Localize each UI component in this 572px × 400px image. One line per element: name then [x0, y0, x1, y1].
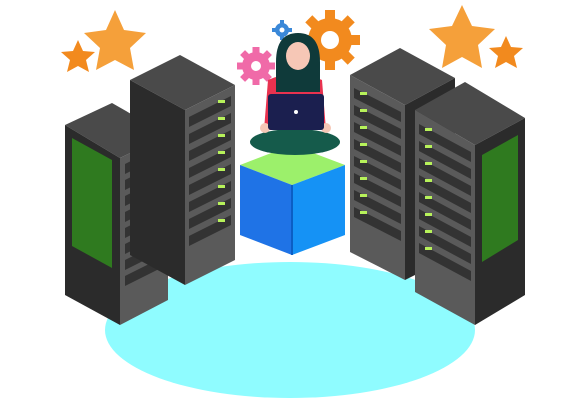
gear-icon [272, 20, 292, 40]
status-led-group [218, 100, 225, 222]
cube-pedestal [240, 145, 345, 255]
laptop-icon [268, 94, 324, 130]
status-led-group [360, 92, 367, 214]
floor-platform [105, 262, 475, 398]
star-icon [489, 36, 523, 68]
gear-icon [237, 47, 275, 85]
server-unit-stack [189, 96, 231, 246]
rack-far-right [415, 82, 525, 325]
rack-center-left [130, 55, 235, 285]
rack-glass-panel [72, 138, 112, 268]
star-icon [429, 5, 495, 68]
server-unit-stack [419, 124, 471, 281]
server-unit-stack [354, 88, 401, 241]
rack-glass-panel [482, 135, 518, 262]
star-icon [84, 10, 146, 70]
star-icon [61, 40, 95, 72]
status-led-group [425, 128, 432, 250]
